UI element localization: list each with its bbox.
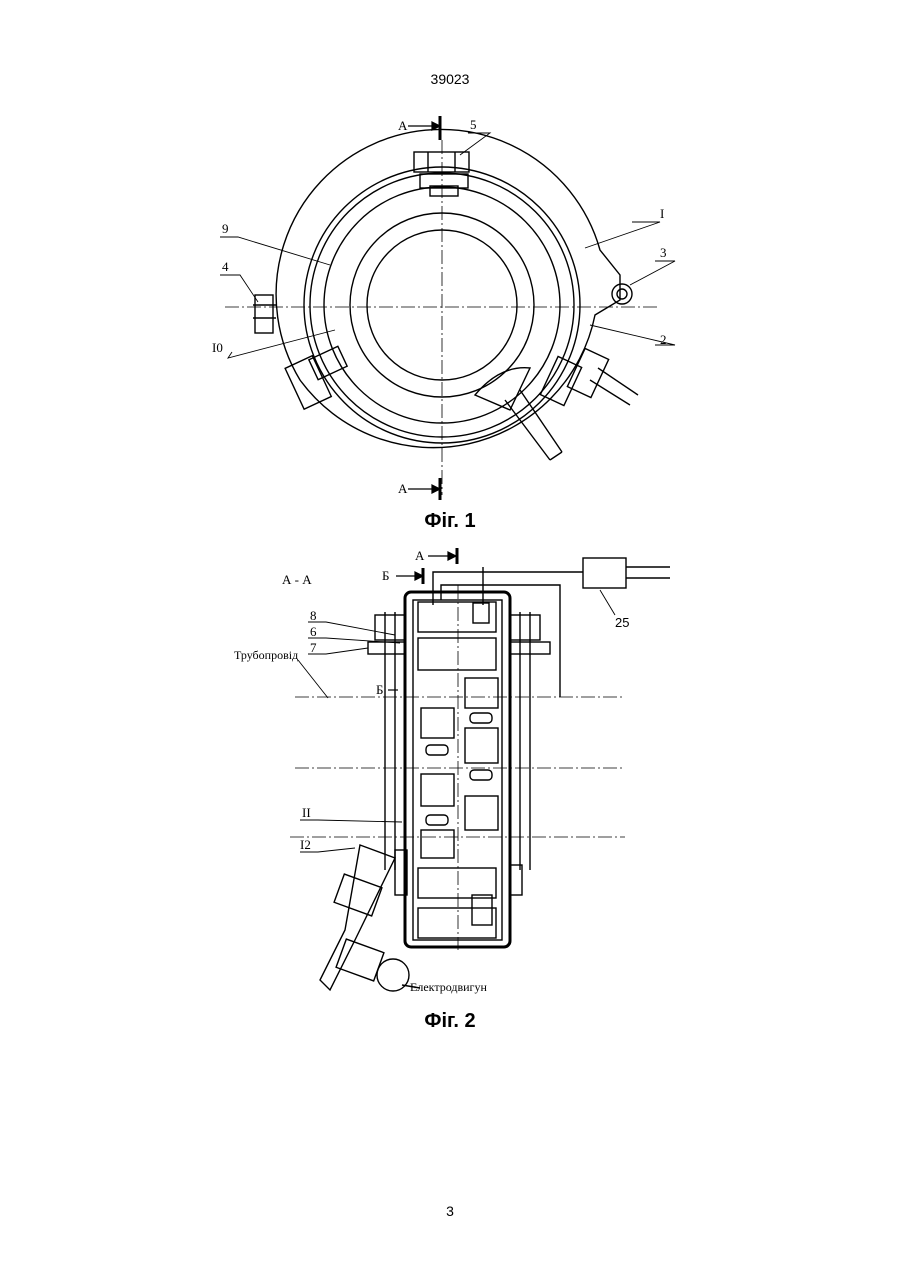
motor [377, 959, 409, 991]
detail-mark-bottom: Б [376, 682, 383, 697]
drive-arm [320, 845, 395, 990]
device-housing [405, 592, 510, 947]
brush-1 [465, 678, 498, 708]
brush-6 [421, 830, 454, 858]
label-II: ІІ [302, 805, 311, 820]
control-unit-25 [583, 558, 626, 588]
pipeline-label: Трубопровід [234, 648, 298, 662]
label-8: 8 [310, 608, 317, 623]
brush-4 [421, 774, 454, 806]
detail-mark-top: Б [382, 568, 389, 583]
figure-2-caption: Фіг. 2 [0, 1010, 900, 1033]
label-6: 6 [310, 624, 317, 639]
section-title: А - А [282, 572, 312, 587]
brush-2 [421, 708, 454, 738]
brush-5 [465, 796, 498, 830]
page-number: 3 [0, 1203, 900, 1219]
label-12: І2 [300, 837, 311, 852]
section-mark-A: А [415, 548, 425, 563]
label-7: 7 [310, 640, 317, 655]
brush-3 [465, 728, 498, 763]
label-25: 25 [615, 615, 629, 630]
motor-label: Електродвигун [410, 980, 487, 994]
